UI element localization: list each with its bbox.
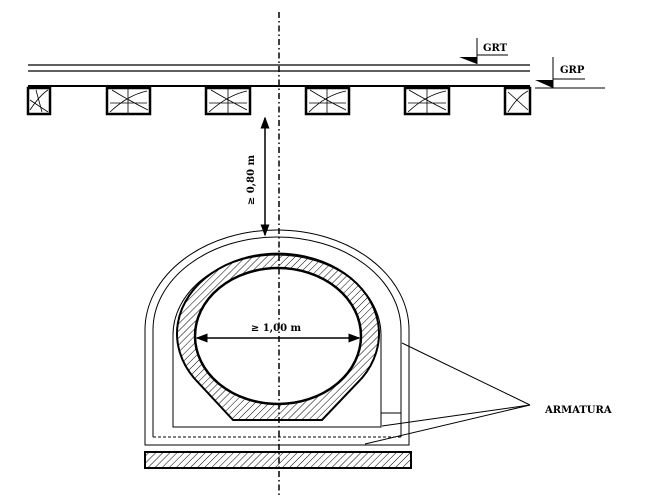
reinforcement-callout: ARMATURA bbox=[364, 342, 612, 445]
sleeper bbox=[105, 86, 152, 116]
sleepers bbox=[26, 86, 532, 116]
pipe-diameter-label: ≥ 1,00 m bbox=[251, 323, 302, 334]
reinforcement-label: ARMATURA bbox=[544, 405, 612, 416]
grt-level-marker: GRT bbox=[459, 38, 508, 64]
sleeper bbox=[26, 86, 52, 116]
sleeper bbox=[304, 86, 351, 116]
base-slab bbox=[144, 451, 412, 469]
pipe bbox=[176, 252, 380, 421]
sleeper bbox=[503, 86, 532, 116]
sleeper bbox=[204, 86, 252, 116]
sleeper bbox=[403, 86, 451, 116]
grp-level-marker: GRP bbox=[535, 57, 605, 89]
cover-depth-label: ≥ 0,80 m bbox=[246, 154, 257, 205]
grp-label: GRP bbox=[560, 65, 585, 76]
cover-depth-dimension: ≥ 0,80 m bbox=[246, 116, 270, 237]
pipe-diameter-dimension: ≥ 1,00 m bbox=[195, 323, 361, 343]
grt-label: GRT bbox=[483, 43, 508, 54]
